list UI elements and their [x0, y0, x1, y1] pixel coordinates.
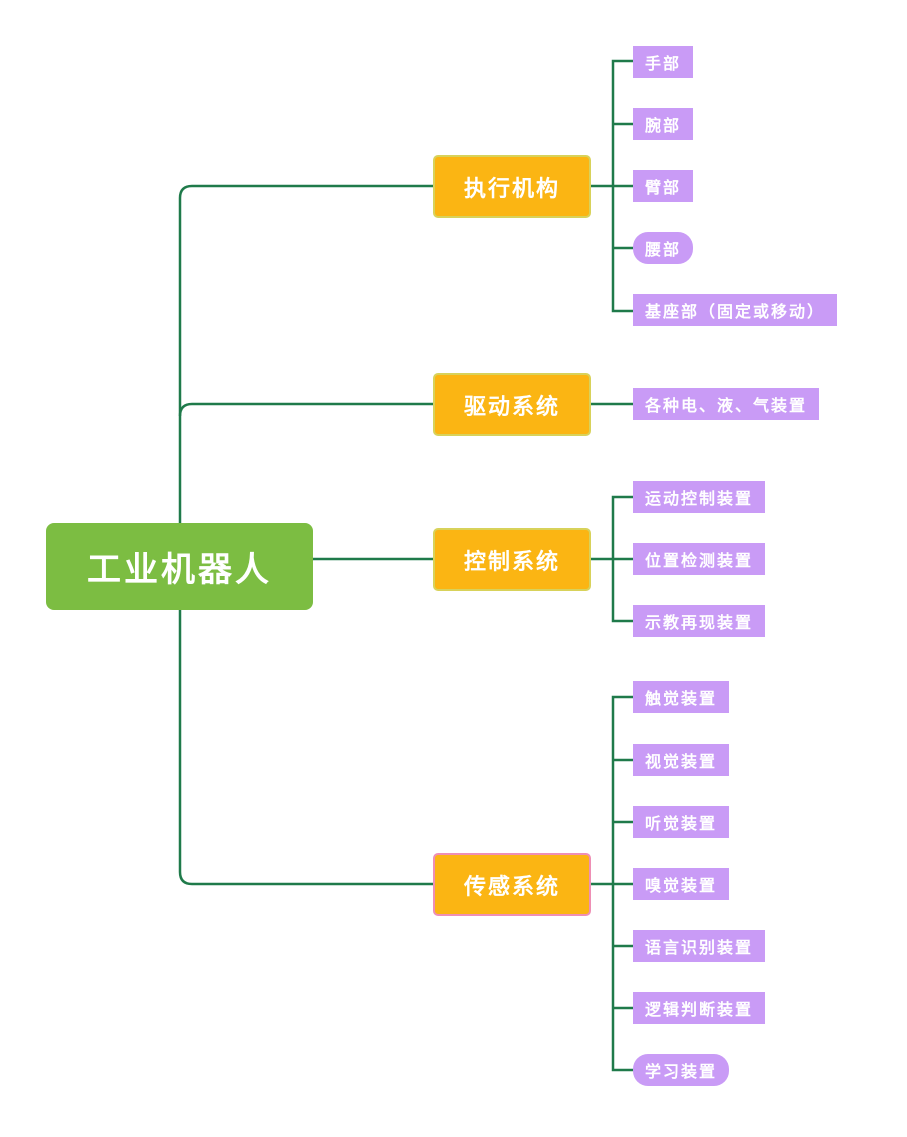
leaf-node-label: 视觉装置	[645, 752, 718, 771]
leaf-node-actuators[interactable]: 各种电、液、气装置	[633, 388, 820, 420]
leaf-node-wrist[interactable]: 腕部	[633, 108, 694, 140]
leaf-node-label: 学习装置	[645, 1062, 718, 1081]
leaf-node-logic-judgment[interactable]: 逻辑判断装置	[633, 992, 766, 1024]
leaf-node-waist[interactable]: 腰部	[633, 232, 694, 264]
root-node-label: 工业机器人	[87, 550, 272, 590]
leaf-node-label: 听觉装置	[645, 814, 718, 833]
leaf-node-label: 触觉装置	[645, 689, 718, 708]
leaf-node-label: 示教再现装置	[645, 613, 754, 632]
leaf-node-motion-control[interactable]: 运动控制装置	[633, 481, 766, 513]
leaf-node-label: 腕部	[645, 116, 682, 135]
leaf-node-speech-recognition[interactable]: 语言识别装置	[633, 930, 766, 962]
leaf-node-arm[interactable]: 臂部	[633, 170, 694, 202]
branch-node-execution[interactable]: 执行机构	[433, 155, 591, 218]
leaf-node-learning[interactable]: 学习装置	[633, 1054, 730, 1086]
leaf-node-label: 各种电、液、气装置	[645, 396, 808, 415]
leaf-node-label: 嗅觉装置	[645, 876, 718, 895]
branch-node-label: 传感系统	[463, 874, 560, 900]
leaf-node-label: 腰部	[645, 240, 682, 259]
branch-node-label: 驱动系统	[463, 394, 560, 420]
leaf-node-position-detection[interactable]: 位置检测装置	[633, 543, 766, 575]
branch-node-drive[interactable]: 驱动系统	[433, 373, 591, 436]
leaf-node-label: 运动控制装置	[645, 489, 754, 508]
leaf-node-touch[interactable]: 触觉装置	[633, 681, 730, 713]
leaf-node-hand[interactable]: 手部	[633, 46, 694, 78]
leaf-node-base[interactable]: 基座部（固定或移动）	[633, 294, 838, 326]
leaf-node-vision[interactable]: 视觉装置	[633, 744, 730, 776]
leaf-node-label: 臂部	[645, 178, 682, 197]
branch-node-control[interactable]: 控制系统	[433, 528, 591, 591]
branch-node-sensing[interactable]: 传感系统	[433, 853, 591, 916]
leaf-node-label: 基座部（固定或移动）	[645, 302, 826, 321]
leaf-node-hearing[interactable]: 听觉装置	[633, 806, 730, 838]
branch-node-label: 执行机构	[463, 176, 560, 202]
leaf-node-label: 语言识别装置	[645, 938, 754, 957]
leaf-node-smell[interactable]: 嗅觉装置	[633, 868, 730, 900]
leaf-node-teach-playback[interactable]: 示教再现装置	[633, 605, 766, 637]
leaf-node-label: 手部	[645, 54, 682, 73]
branch-node-label: 控制系统	[463, 549, 560, 575]
leaf-node-label: 位置检测装置	[645, 551, 754, 570]
root-node[interactable]: 工业机器人	[46, 523, 313, 610]
leaf-node-label: 逻辑判断装置	[645, 1000, 754, 1019]
